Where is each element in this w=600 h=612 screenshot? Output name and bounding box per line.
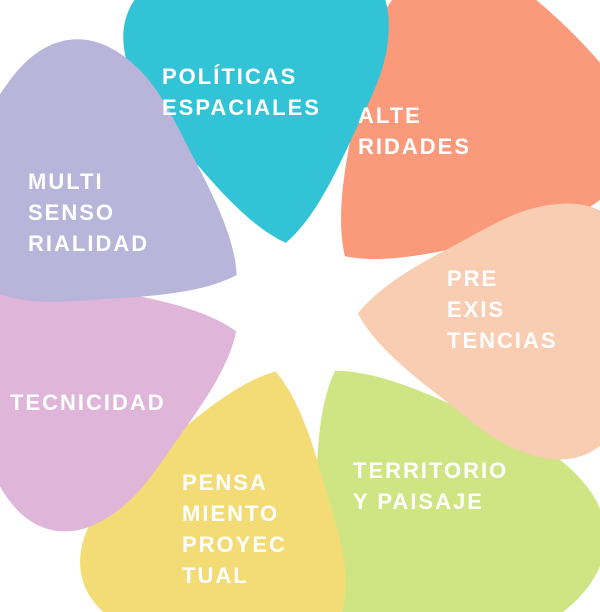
petal-pensamiento-proyectual-shape [80, 371, 346, 612]
petal-tecnicidad-label: TECNICIDAD [10, 390, 166, 415]
petal-territorio-y-paisaje-label: TERRITORIO Y PAISAJE [353, 458, 509, 514]
petal-pensamiento-proyectual-label: PENSA MIENTO PROYEC TUAL [182, 470, 287, 588]
petal-alteridades-label: ALTE RIDADES [358, 103, 472, 159]
petal-multisensorialidad-label: MULTI SENSO RIALIDAD [28, 169, 150, 256]
petal-politicas-espaciales-shape [123, 0, 389, 243]
petal-preexistencias-shape [357, 203, 600, 460]
petal-alteridades-shape [341, 0, 600, 259]
petal-multisensorialidad-shape [0, 39, 237, 302]
petal-tecnicidad-shape [0, 279, 237, 532]
petal-politicas-espaciales-label: POLÍTICAS ESPACIALES [162, 64, 321, 120]
petal-preexistencias-label: PRE EXIS TENCIAS [447, 266, 558, 353]
